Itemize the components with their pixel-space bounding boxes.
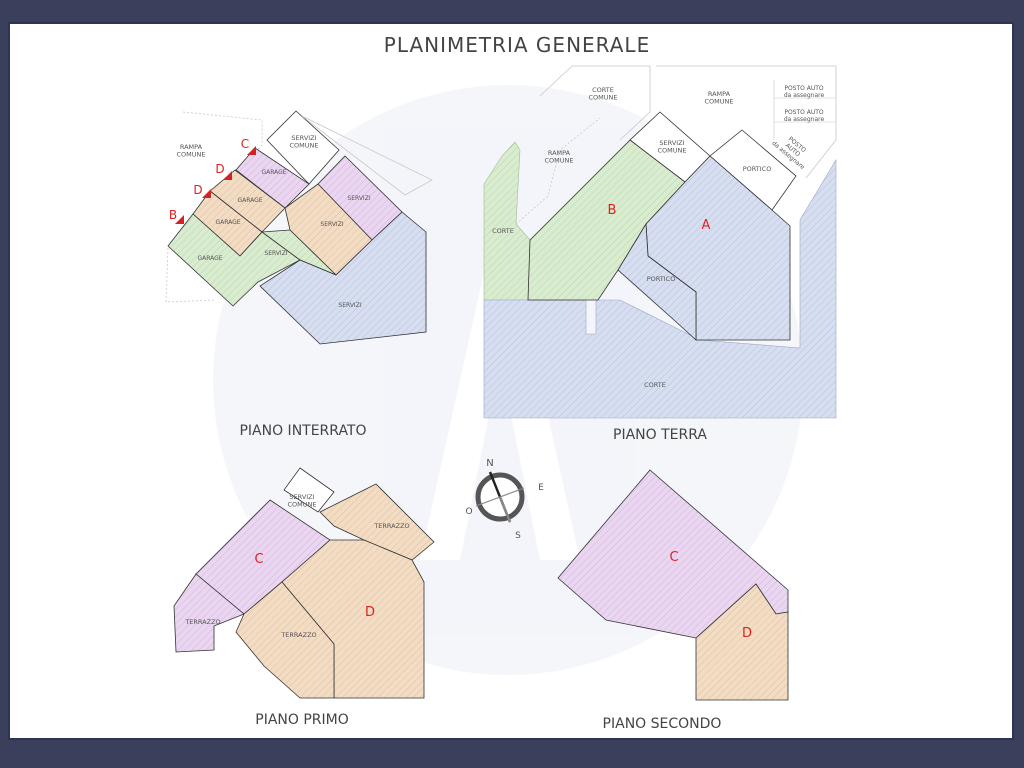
room-portico-mid — [617, 222, 697, 341]
label-garage-2: GARAGE — [237, 197, 262, 204]
room-garage-b — [167, 213, 301, 307]
label-portico-mid: PORTICO — [647, 275, 676, 283]
page-title: PLANIMETRIA GENERALE — [384, 33, 650, 57]
access-marker-b: B — [169, 208, 184, 224]
label-terrazzo-left: TERRAZZO — [184, 618, 220, 626]
label-piano-secondo: PIANO SECONDO — [603, 716, 722, 732]
ramp-outline — [165, 111, 263, 303]
label-portico-right: PORTICO — [743, 165, 772, 173]
compass-e: E — [538, 483, 544, 493]
unit-letter-b: B — [608, 203, 617, 218]
svg-text:C: C — [241, 137, 249, 151]
label-garage-top: GARAGE — [261, 169, 286, 176]
unit-letter-c-primo: C — [254, 552, 263, 567]
room-servizi-comune-primo — [283, 467, 335, 513]
svg-text:B: B — [169, 208, 177, 222]
label-garage-3: GARAGE — [215, 219, 240, 226]
svg-text:D: D — [193, 183, 202, 197]
compass-o: O — [465, 507, 472, 517]
access-marker-c: C — [241, 137, 256, 155]
label-garage-4: GARAGE — [197, 255, 222, 262]
unit-letter-a: A — [702, 218, 711, 233]
label-servizi-blue: SERVIZI — [338, 302, 361, 309]
label-piano-interrato: PIANO INTERRATO — [239, 423, 366, 439]
unit-letter-c-secondo: C — [669, 550, 678, 565]
label-corte-bottom: CORTE — [644, 381, 666, 389]
plan-secondo: C D PIANO SECONDO — [557, 469, 789, 732]
unit-letter-d-secondo: D — [742, 626, 752, 641]
room-servizi-blue — [259, 211, 427, 345]
label-terrazzo-top: TERRAZZO — [373, 522, 409, 530]
compass-cross — [475, 487, 525, 507]
label-corte-left: CORTE — [492, 227, 514, 235]
svg-text:D: D — [215, 162, 224, 176]
compass-s: S — [515, 531, 521, 541]
access-marker-d2: D — [193, 183, 211, 198]
access-marker-d1: D — [215, 162, 232, 180]
label-servizi-purple: SERVIZI — [347, 195, 370, 202]
label-piano-primo: PIANO PRIMO — [255, 712, 349, 728]
unit-d-secondo — [695, 583, 789, 701]
outline-rampa-left — [515, 117, 601, 225]
compass-n: N — [486, 458, 493, 469]
compass-rose: N E S O — [465, 458, 544, 541]
outline-stair — [301, 115, 433, 196]
label-piano-terra: PIANO TERRA — [613, 427, 707, 443]
label-terrazzo-mid: TERRAZZO — [280, 631, 316, 639]
outline-parking — [656, 65, 837, 179]
label-servizi-green: SERVIZI — [264, 250, 287, 257]
unit-letter-d-primo: D — [365, 605, 375, 620]
room-terrazzo-mid — [235, 581, 335, 699]
outline-corte-comune — [539, 65, 651, 141]
label-servizi-orange: SERVIZI — [320, 221, 343, 228]
compass-needle-south — [498, 496, 512, 523]
